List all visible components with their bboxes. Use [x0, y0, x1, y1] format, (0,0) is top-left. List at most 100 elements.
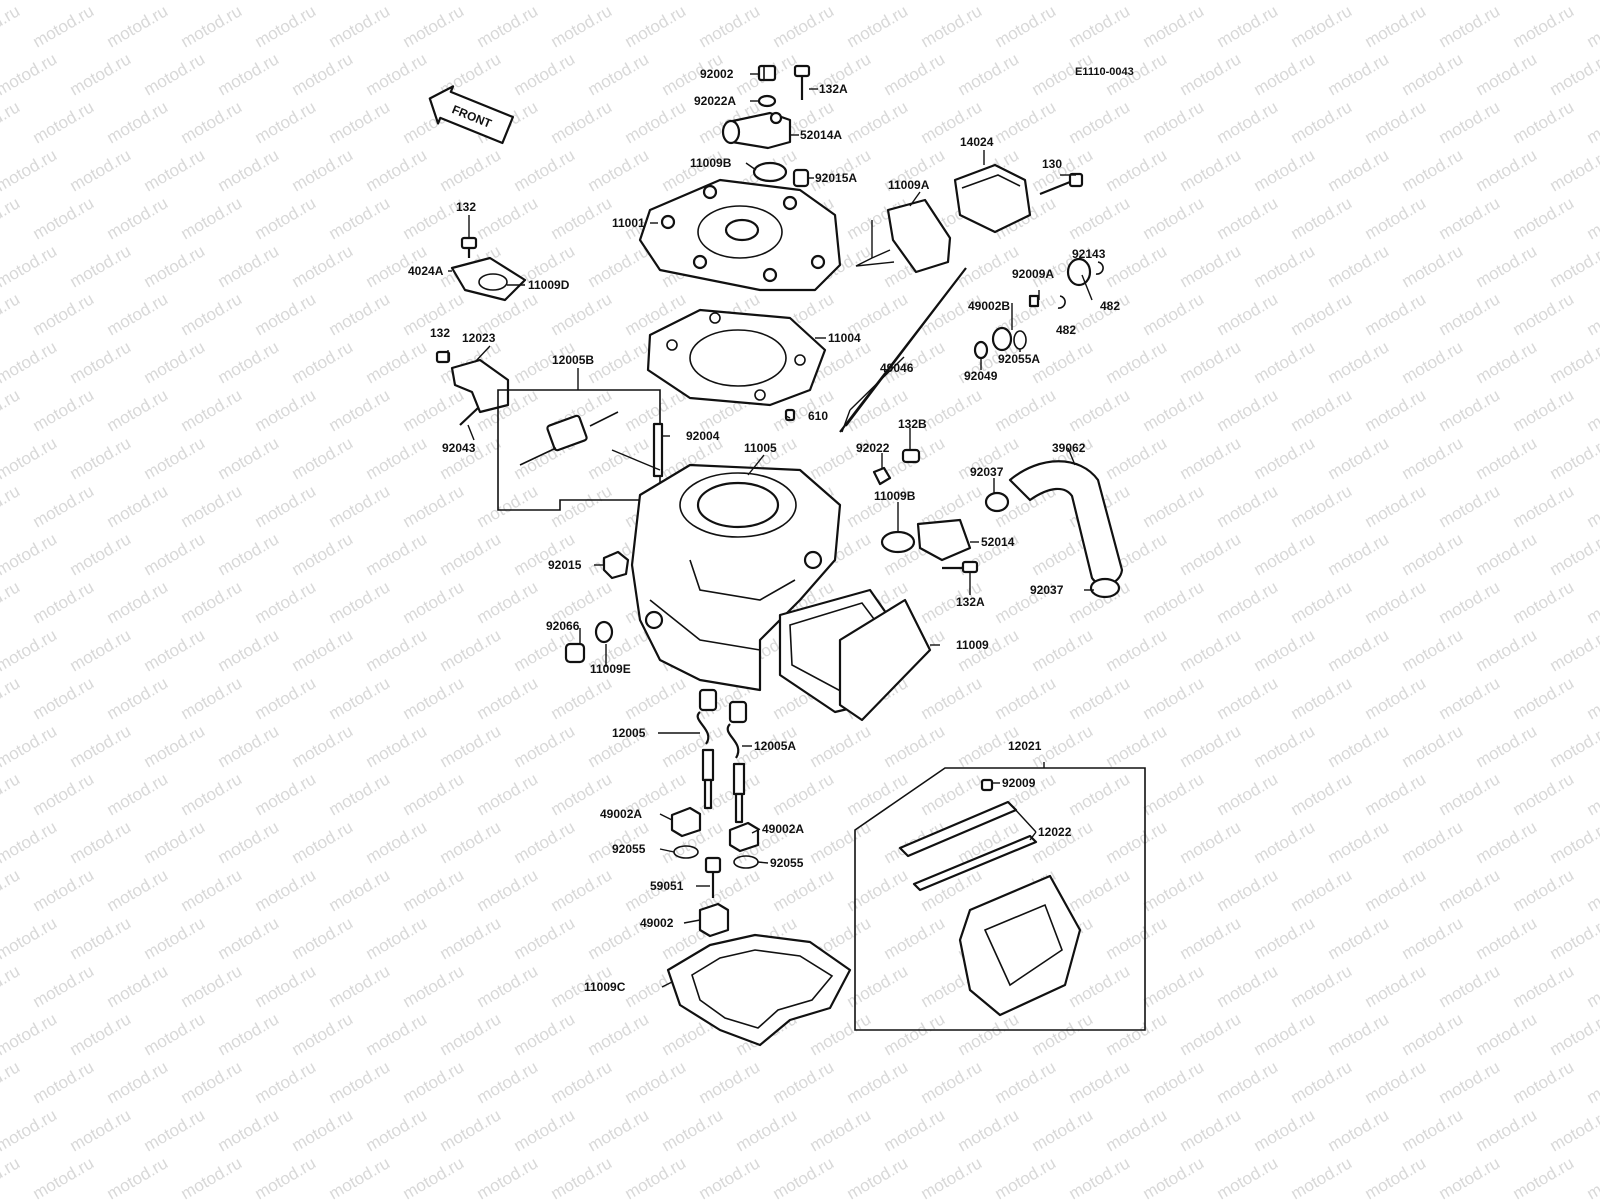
- watermark-text: motod.ru: [215, 433, 283, 483]
- watermark-text: motod.ru: [1214, 577, 1282, 627]
- watermark-text: motod.ru: [363, 433, 431, 483]
- watermark-text: motod.ru: [1399, 817, 1467, 867]
- watermark-text: motod.ru: [326, 1, 394, 51]
- watermark-text: motod.ru: [1436, 1057, 1504, 1107]
- watermark-text: motod.ru: [252, 193, 320, 243]
- watermark-text: motod.ru: [1288, 97, 1356, 147]
- part-92049-seal-icon: [973, 340, 989, 360]
- label-92015a: 92015A: [815, 171, 857, 185]
- watermark-text: motod.ru: [252, 865, 320, 915]
- watermark-text: motod.ru: [437, 529, 505, 579]
- label-92066: 92066: [546, 619, 580, 633]
- watermark-text: motod.ru: [1584, 865, 1600, 915]
- watermark-text: motod.ru: [1251, 241, 1319, 291]
- label-92002: 92002: [700, 67, 734, 81]
- watermark-text: motod.ru: [807, 1105, 875, 1155]
- part-49002a-bushing-2-icon: [728, 821, 760, 853]
- watermark-text: motod.ru: [141, 49, 209, 99]
- watermark-text: motod.ru: [1325, 817, 1393, 867]
- watermark-text: motod.ru: [326, 769, 394, 819]
- watermark-text: motod.ru: [955, 0, 1023, 3]
- watermark-text: motod.ru: [363, 0, 431, 3]
- watermark-text: motod.ru: [918, 385, 986, 435]
- label-92049: 92049: [964, 369, 998, 383]
- watermark-text: motod.ru: [1140, 1057, 1208, 1107]
- watermark-text: motod.ru: [585, 241, 653, 291]
- watermark-text: motod.ru: [0, 385, 23, 435]
- label-482: 482: [1100, 299, 1120, 313]
- part-92143-collar-icon: [1066, 257, 1092, 287]
- watermark-text: motod.ru: [1473, 433, 1541, 483]
- watermark-text: motod.ru: [252, 1057, 320, 1107]
- watermark-text: motod.ru: [252, 577, 320, 627]
- watermark-text: motod.ru: [437, 913, 505, 963]
- label-92022: 92022: [856, 441, 890, 455]
- watermark-text: motod.ru: [326, 673, 394, 723]
- watermark-text: motod.ru: [1214, 1153, 1282, 1200]
- part-52014a-fitting-icon: [721, 111, 792, 150]
- watermark-text: motod.ru: [1436, 1153, 1504, 1200]
- watermark-text: motod.ru: [1510, 481, 1578, 531]
- watermark-text: motod.ru: [252, 481, 320, 531]
- watermark-text: motod.ru: [1251, 49, 1319, 99]
- watermark-text: motod.ru: [1251, 1009, 1319, 1059]
- watermark-text: motod.ru: [992, 1, 1060, 51]
- watermark-text: motod.ru: [1214, 289, 1282, 339]
- watermark-text: motod.ru: [659, 1105, 727, 1155]
- watermark-text: motod.ru: [67, 817, 135, 867]
- watermark-text: motod.ru: [326, 289, 394, 339]
- label-610: 610: [808, 409, 828, 423]
- watermark-text: motod.ru: [363, 337, 431, 387]
- watermark-text: motod.ru: [1510, 577, 1578, 627]
- watermark-text: motod.ru: [881, 913, 949, 963]
- watermark-text: motod.ru: [1288, 481, 1356, 531]
- part-12005-valve-icon: [696, 688, 718, 810]
- watermark-text: motod.ru: [289, 625, 357, 675]
- watermark-text: motod.ru: [1140, 97, 1208, 147]
- watermark-text: motod.ru: [585, 0, 653, 3]
- watermark-text: motod.ru: [400, 961, 468, 1011]
- watermark-text: motod.ru: [326, 1153, 394, 1200]
- part-11009c-base-gasket-icon: [666, 933, 852, 1047]
- watermark-text: motod.ru: [67, 0, 135, 3]
- part-12021-reed-valve-icon: [898, 778, 1082, 1017]
- watermark-text: motod.ru: [918, 289, 986, 339]
- label-49002a-left: 49002A: [600, 807, 642, 821]
- watermark-text: motod.ru: [1325, 241, 1393, 291]
- label-14024: 14024: [960, 135, 994, 149]
- watermark-text: motod.ru: [104, 577, 172, 627]
- watermark-text: motod.ru: [881, 49, 949, 99]
- watermark-text: motod.ru: [104, 865, 172, 915]
- part-49002a-bushing-icon: [670, 806, 702, 838]
- watermark-text: motod.ru: [30, 1153, 98, 1200]
- part-11004-head-gasket-icon: [646, 308, 827, 407]
- watermark-text: motod.ru: [289, 817, 357, 867]
- watermark-text: motod.ru: [30, 1057, 98, 1107]
- watermark-text: motod.ru: [289, 1009, 357, 1059]
- watermark-text: motod.ru: [1362, 289, 1430, 339]
- part-12005a-valve-icon: [726, 700, 748, 824]
- part-11009e-washer-icon: [594, 620, 614, 644]
- watermark-text: motod.ru: [0, 1153, 23, 1200]
- watermark-text: motod.ru: [30, 673, 98, 723]
- watermark-text: motod.ru: [1103, 145, 1171, 195]
- watermark-text: motod.ru: [1584, 481, 1600, 531]
- watermark-text: motod.ru: [141, 721, 209, 771]
- watermark-text: motod.ru: [67, 913, 135, 963]
- watermark-text: motod.ru: [437, 1105, 505, 1155]
- watermark-text: motod.ru: [1288, 961, 1356, 1011]
- watermark-text: motod.ru: [918, 673, 986, 723]
- watermark-text: motod.ru: [0, 1009, 60, 1059]
- watermark-text: motod.ru: [1029, 0, 1097, 3]
- watermark-text: motod.ru: [1029, 1009, 1097, 1059]
- watermark-text: motod.ru: [881, 1009, 949, 1059]
- watermark-text: motod.ru: [659, 0, 727, 3]
- watermark-text: motod.ru: [0, 289, 23, 339]
- watermark-text: motod.ru: [548, 481, 616, 531]
- watermark-text: motod.ru: [363, 817, 431, 867]
- watermark-text: motod.ru: [400, 481, 468, 531]
- watermark-text: motod.ru: [1547, 721, 1600, 771]
- watermark-text: motod.ru: [1029, 625, 1097, 675]
- watermark-text: motod.ru: [30, 961, 98, 1011]
- watermark-text: motod.ru: [992, 1057, 1060, 1107]
